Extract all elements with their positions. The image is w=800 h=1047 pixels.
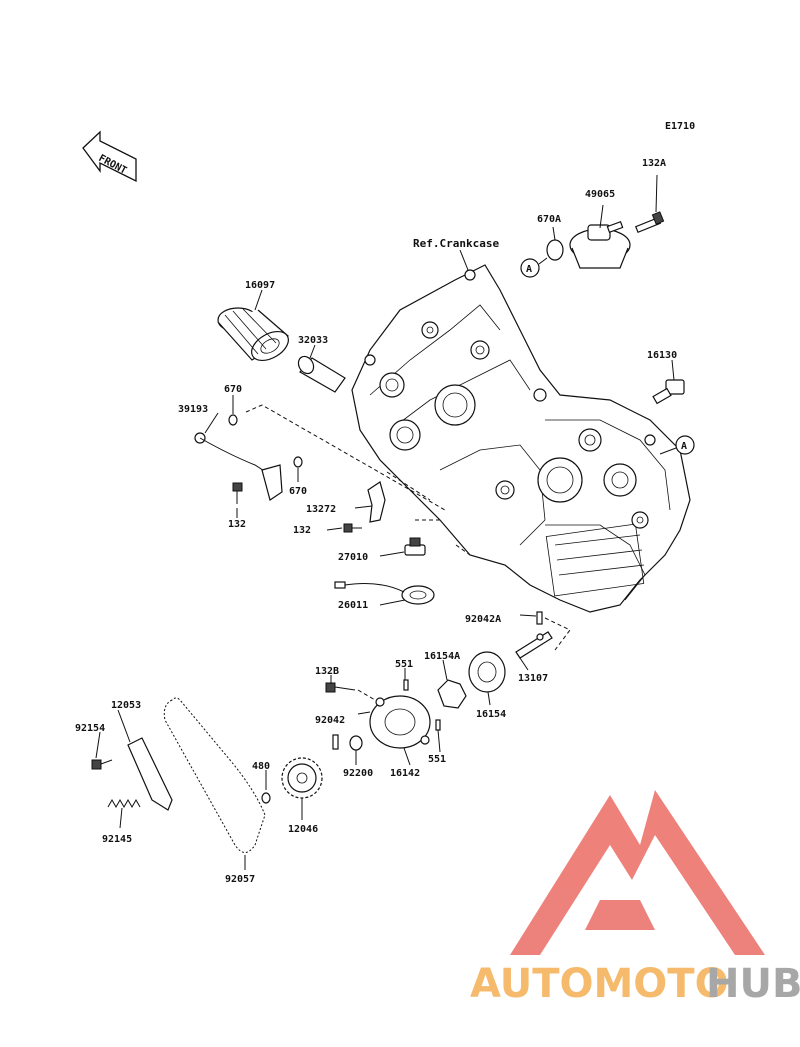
svg-text:A: A — [526, 264, 532, 275]
watermark-text-automoto: AUTOMOTO — [470, 961, 729, 1007]
label-92042A: 92042A — [465, 614, 501, 625]
part-132-bolt-b — [343, 523, 362, 533]
label-13272: 13272 — [306, 504, 336, 515]
label-12046: 12046 — [288, 824, 318, 835]
part-670-oring-b — [293, 456, 303, 468]
label-480: 480 — [252, 761, 270, 772]
part-132B-bolt — [325, 682, 356, 693]
ref-crankcase-label: Ref.Crankcase — [413, 237, 499, 250]
label-670A: 670A — [537, 214, 561, 225]
part-13107-shaft — [515, 631, 553, 659]
part-32033-pipe — [297, 355, 346, 393]
watermark-triangle-icon — [510, 790, 765, 955]
label-39193: 39193 — [178, 404, 208, 415]
part-26011-harness — [334, 581, 435, 605]
part-132-bolt-a — [232, 482, 243, 504]
label-92042: 92042 — [315, 715, 345, 726]
label-16097: 16097 — [245, 280, 275, 291]
part-16154-rotor — [468, 651, 506, 693]
part-92200-washer — [349, 735, 363, 751]
svg-text:A: A — [681, 441, 687, 452]
label-16130: 16130 — [647, 350, 677, 361]
label-13107: 13107 — [518, 673, 548, 684]
label-26011: 26011 — [338, 600, 368, 611]
label-551-a: 551 — [395, 659, 413, 670]
part-132A-bolt — [634, 211, 665, 234]
part-92042-pin — [332, 734, 339, 750]
part-27010-sensor — [404, 537, 426, 556]
watermark-text-hub: HUB — [706, 961, 800, 1007]
label-16154A: 16154A — [424, 651, 460, 662]
label-16142: 16142 — [390, 768, 420, 779]
part-480-circlip — [261, 792, 271, 804]
part-39193-pipe — [194, 432, 283, 501]
label-132A: 132A — [642, 158, 666, 169]
part-551-pin-b — [435, 719, 441, 731]
label-32033: 32033 — [298, 335, 328, 346]
part-16154A-rotor — [437, 679, 467, 709]
label-92200: 92200 — [343, 768, 373, 779]
label-27010: 27010 — [338, 552, 368, 563]
part-12053-guide — [127, 737, 173, 811]
part-13272-plate — [367, 481, 386, 523]
part-16097-oil-filter — [217, 307, 289, 362]
label-92154: 92154 — [75, 723, 105, 734]
part-670A-oring — [546, 239, 564, 261]
callout-a-2 — [675, 435, 695, 455]
part-92145-spring — [107, 798, 141, 809]
part-16130-switch — [652, 379, 685, 405]
part-92154-bolt — [91, 759, 113, 770]
part-49065 — [569, 221, 631, 269]
part-12046-sprocket — [281, 757, 323, 799]
label-49065: 49065 — [585, 189, 615, 200]
watermark-logo: AUTOMOTO HUB — [470, 790, 800, 1007]
part-92042A-pin — [536, 611, 543, 625]
label-16154: 16154 — [476, 709, 506, 720]
diagram-code: E1710 — [665, 121, 695, 132]
label-12053: 12053 — [111, 700, 141, 711]
part-670-oring-a — [228, 414, 238, 426]
crankcase — [351, 264, 691, 613]
part-551-pin-a — [403, 679, 409, 691]
label-670-a: 670 — [224, 384, 242, 395]
label-132B: 132B — [315, 666, 339, 677]
label-551-b: 551 — [428, 754, 446, 765]
front-arrow-icon: FRONT — [82, 130, 137, 183]
label-92057: 92057 — [225, 874, 255, 885]
label-132-b: 132 — [293, 525, 311, 536]
label-92145: 92145 — [102, 834, 132, 845]
callout-a-1 — [520, 258, 540, 278]
label-132-a: 132 — [228, 519, 246, 530]
label-670-b: 670 — [289, 486, 307, 497]
part-92057-chain — [163, 697, 266, 853]
part-16142-pump-body — [369, 695, 431, 749]
leader-lines — [95, 174, 675, 870]
part-labels: 132A 49065 670A 16097 32033 16130 670 39… — [75, 158, 677, 885]
